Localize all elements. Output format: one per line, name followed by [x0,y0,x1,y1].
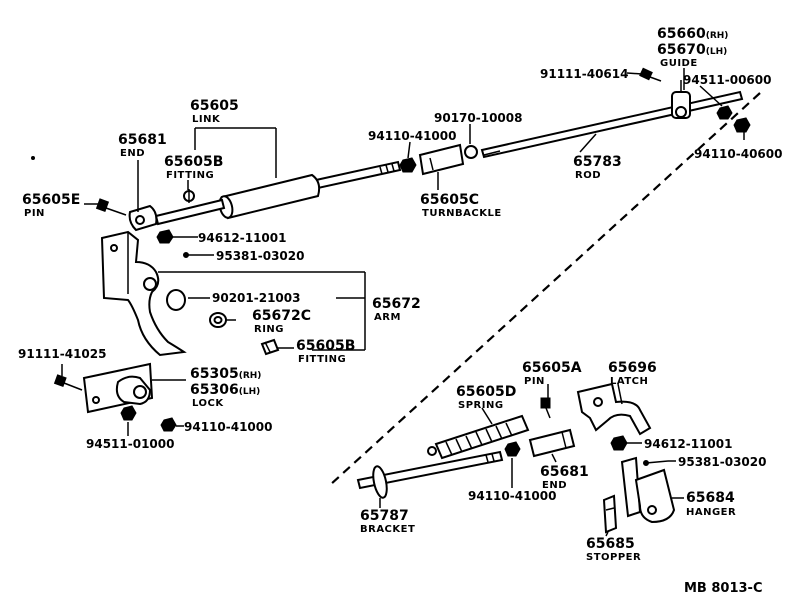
label-65696: 65696 [608,360,657,376]
label-65605B-upper: 65605B [164,154,223,170]
leader-lines [61,68,745,537]
label-65787: 65787 [360,508,409,524]
label-65605B-lower: 65605B [296,338,355,354]
turnbuckle-shape [418,143,465,176]
nut-94110-41000-upper-shape [399,157,417,173]
bolt-91111-41025-shape [53,374,83,391]
link-rod-shape [154,198,226,226]
label-65306: 65306(LH) [190,382,260,398]
label-latch: LATCH [610,376,648,387]
nut-94110-41000-lower-shape [504,441,521,457]
label-rod: ROD [575,170,601,181]
label-90201-21003: 90201-21003 [212,291,300,305]
label-95381-03020-left: 95381-03020 [216,249,304,263]
label-94110-41000-upper: 94110-41000 [368,129,456,143]
label-94110-41000-left: 94110-41000 [184,420,272,434]
nut-94110-41000-left-shape [160,417,177,432]
fitting-lower-shape [260,338,280,356]
label-fitting-lower: FITTING [298,354,346,365]
stopper-shape [602,494,618,534]
label-94612-11001-left: 94612-11001 [198,231,286,245]
boundary-dashed-line [329,92,761,486]
label-91111-41025: 91111-41025 [18,347,106,361]
ring-65672C-shape [209,312,227,328]
label-65681-upper: 65681 [118,132,167,148]
label-link: LINK [192,114,221,125]
label-ring: RING [254,324,284,335]
link-tube-shape [218,173,321,220]
label-94110-40600: 94110-40600 [694,147,782,161]
end-upper-shape [128,204,158,232]
label-hanger: HANGER [686,507,736,518]
label-pin-lower: PIN [524,376,545,387]
stray-mark [31,156,35,160]
screw-95381-03020-lower-shape [643,460,669,466]
nut-94612-11001-lower-shape [610,435,628,451]
label-pin-upper: PIN [24,208,45,219]
end-lower-shape [528,428,576,458]
label-65672C: 65672C [252,308,311,324]
washer-90201-21003-shape [166,289,186,311]
label-spring: SPRING [458,400,504,411]
arm-shape [100,230,187,357]
nut-94110-40600-shape [733,117,751,133]
label-65660: 65660(RH) [657,26,728,42]
spring-shape [427,414,530,460]
label-90170-10008: 90170-10008 [434,111,522,125]
pin-65605E-shape [95,198,127,216]
label-65605: 65605 [190,98,239,114]
label-95381-03020-lower: 95381-03020 [678,455,766,469]
nut-94511-00600-shape [716,105,733,120]
label-end-lower: END [542,480,567,491]
diagram-code: MB 8013-C [684,581,763,596]
label-65685: 65685 [586,536,635,552]
label-65783: 65783 [573,154,622,170]
label-guide: GUIDE [660,58,698,69]
fitting-upper-shape [183,189,195,203]
label-65670: 65670(LH) [657,42,727,58]
latch-shape [576,382,652,436]
label-94511-01000: 94511-01000 [86,437,174,451]
washer-90170-10008-shape [464,145,478,159]
label-65305: 65305(RH) [190,366,261,382]
pin-65605A-shape [540,397,551,419]
label-turnbackle: TURNBACKLE [422,208,502,219]
label-lock: LOCK [192,398,224,409]
label-arm: ARM [374,312,401,323]
label-91111-40614: 91111-40614 [540,67,628,81]
label-65605E: 65605E [22,192,80,208]
label-65681-lower: 65681 [540,464,589,480]
label-end-upper: END [120,148,145,159]
label-65605D: 65605D [456,384,516,400]
bracket-rod-shape [356,450,504,499]
label-65605A: 65605A [522,360,582,376]
label-stopper: STOPPER [586,552,641,563]
label-65605C: 65605C [420,192,479,208]
label-fitting-upper: FITTING [166,170,214,181]
nut-94511-01000-shape [120,405,137,421]
label-65684: 65684 [686,490,735,506]
screw-95381-03020-left-shape [183,252,204,258]
guide-shape [671,80,691,119]
hanger-shape [620,456,676,524]
lock-shape [82,362,154,414]
threaded-rod-shape [314,160,402,190]
label-65672: 65672 [372,296,421,312]
nut-94612-11001-left-shape [156,229,174,244]
part-labels: 65660(RH) 65670(LH) GUIDE 91111-40614 94… [18,26,782,596]
label-94511-00600: 94511-00600 [683,73,771,87]
bolt-91111-40614-shape [639,67,662,82]
label-bracket: BRACKET [360,524,415,535]
label-94110-41000-lower: 94110-41000 [468,489,556,503]
label-94612-11001-lower: 94612-11001 [644,437,732,451]
